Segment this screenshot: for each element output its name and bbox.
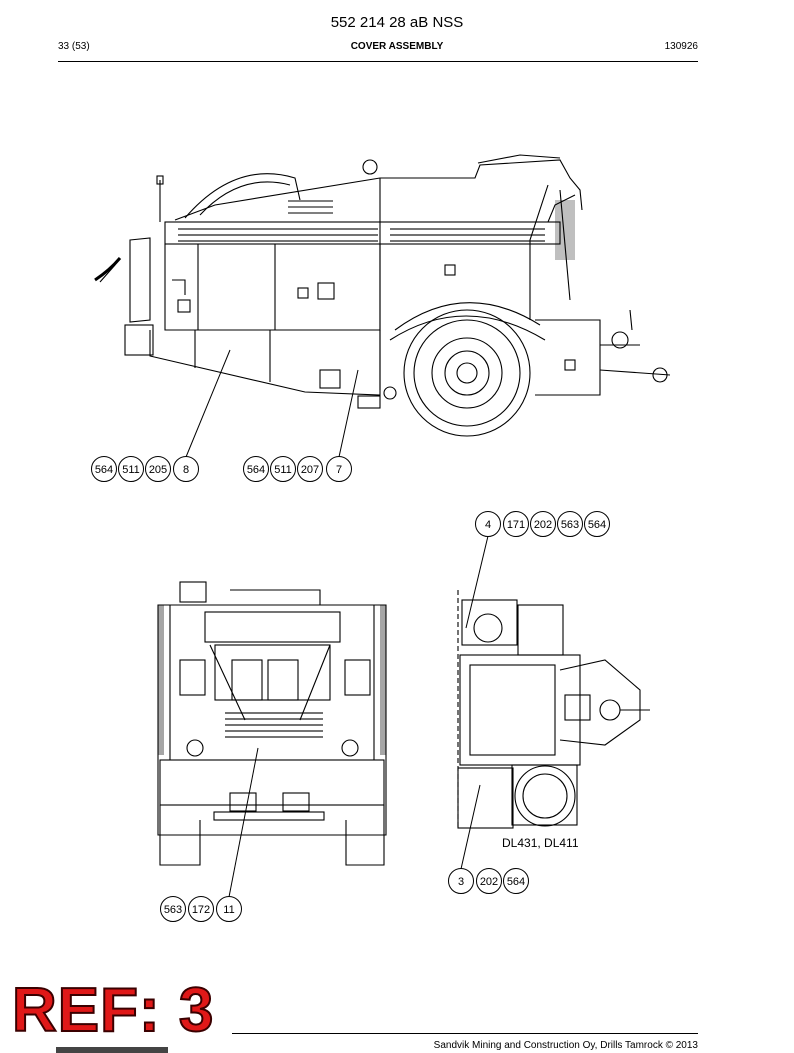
callout-label: 8 bbox=[183, 464, 189, 476]
top-view-drawing bbox=[457, 590, 650, 829]
callout-label: 202 bbox=[534, 519, 552, 531]
callout-label: 202 bbox=[480, 876, 498, 888]
callout-group-7: 564 511 207 7 bbox=[243, 456, 352, 482]
callout-label: 205 bbox=[149, 464, 167, 476]
side-grille bbox=[178, 200, 575, 260]
callout-label: 207 bbox=[301, 464, 319, 476]
side-view-drawing bbox=[94, 154, 671, 437]
callout-label: 3 bbox=[458, 876, 464, 888]
callout-label: 171 bbox=[507, 519, 525, 531]
callout-label: 172 bbox=[192, 904, 210, 916]
reference-stamp: REF: 3 bbox=[11, 976, 215, 1045]
header-section-title: COVER ASSEMBLY bbox=[350, 41, 444, 52]
rear-view-drawing bbox=[157, 581, 387, 866]
callout-group-3: 3 202 564 bbox=[448, 868, 529, 894]
callout-label: 563 bbox=[164, 904, 182, 916]
callout-label: 511 bbox=[274, 464, 292, 476]
ref-stamp-bar bbox=[56, 1047, 168, 1053]
callout-group-8: 564 511 205 8 bbox=[91, 456, 199, 482]
callout-label: 563 bbox=[561, 519, 579, 531]
callout-label: 564 bbox=[95, 464, 113, 476]
header-page-number: 33 (53) bbox=[58, 41, 90, 52]
callout-label: 564 bbox=[507, 876, 525, 888]
callout-label: 7 bbox=[336, 464, 342, 476]
callout-group-11: 563 172 11 bbox=[160, 896, 242, 922]
leader-lines bbox=[185, 349, 489, 898]
callout-label: 11 bbox=[223, 904, 234, 916]
footer-rule bbox=[232, 1033, 698, 1034]
callout-label: 564 bbox=[588, 519, 606, 531]
callout-label: 564 bbox=[247, 464, 265, 476]
callout-group-4: 4 171 202 563 564 bbox=[475, 511, 610, 537]
callout-label: 511 bbox=[122, 464, 140, 476]
model-label: DL431, DL411 bbox=[502, 836, 579, 850]
header-rule bbox=[58, 61, 698, 62]
header-date-code: 130926 bbox=[664, 41, 698, 52]
footer-copyright: Sandvik Mining and Construction Oy, Dril… bbox=[433, 1040, 698, 1051]
rear-grille bbox=[158, 605, 386, 755]
callout-label: 4 bbox=[485, 519, 491, 531]
header-doc-number: 552 214 28 aB NSS bbox=[330, 14, 464, 31]
